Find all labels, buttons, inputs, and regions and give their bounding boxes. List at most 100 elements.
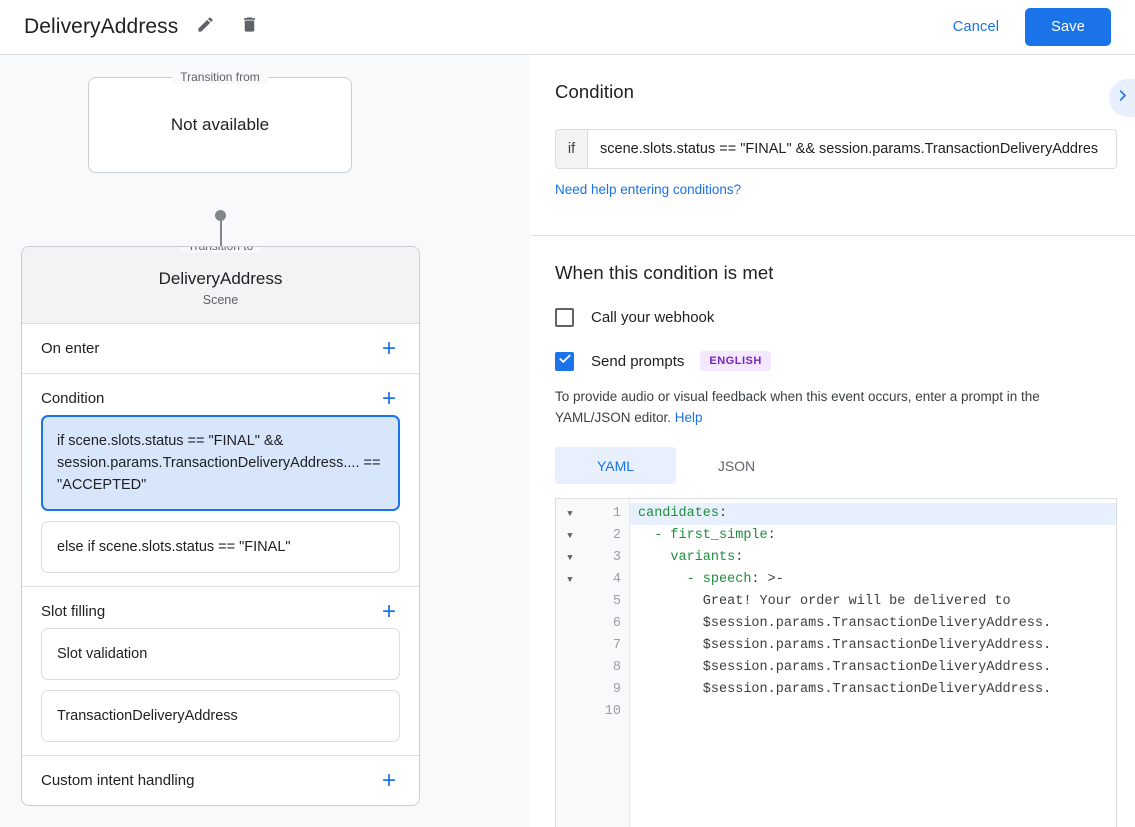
- section-header-on-enter[interactable]: On enter +: [22, 324, 419, 373]
- fold-toggle-icon[interactable]: ▼: [567, 553, 573, 563]
- line-number: 6: [612, 616, 621, 631]
- tab-json[interactable]: JSON: [717, 457, 756, 474]
- transition-from-legend: Transition from: [172, 70, 268, 84]
- add-slot-button[interactable]: +: [381, 597, 396, 625]
- add-custom-intent-button[interactable]: +: [381, 766, 396, 794]
- collapse-panel-button[interactable]: [1109, 79, 1135, 117]
- line-number: 10: [604, 704, 621, 719]
- fold-toggle-icon[interactable]: ▼: [567, 575, 573, 585]
- editor-fold-gutter[interactable]: ▼ ▼ ▼ ▼: [556, 499, 584, 827]
- section-slot-filling: Slot filling + Slot validation Transacti…: [22, 587, 419, 756]
- condition-if-label: if: [556, 130, 588, 168]
- section-condition: Condition + if scene.slots.status == "FI…: [22, 374, 419, 587]
- call-webhook-checkbox[interactable]: [555, 308, 574, 327]
- fold-spacer: [556, 613, 584, 635]
- section-header-custom-intent[interactable]: Custom intent handling +: [22, 756, 419, 805]
- prompts-help-link[interactable]: Help: [674, 410, 703, 425]
- code-line[interactable]: - first_simple:: [638, 528, 776, 543]
- section-divider: [531, 235, 1135, 236]
- call-webhook-label: Call your webhook: [591, 309, 715, 326]
- editor-code-area[interactable]: candidates: - first_simple: variants: - …: [630, 499, 1116, 827]
- section-header-condition[interactable]: Condition +: [22, 374, 419, 415]
- slot-list: Slot validation TransactionDeliveryAddre…: [22, 628, 419, 755]
- when-condition-met-section: When this condition is met Call your web…: [531, 236, 1135, 827]
- code-line[interactable]: candidates:: [630, 503, 1116, 525]
- code-line[interactable]: Great! Your order will be delivered to: [638, 594, 1011, 609]
- condition-input[interactable]: [588, 130, 1116, 168]
- condition-section: Condition if Need help entering conditio…: [531, 55, 1135, 199]
- line-number: 4: [612, 572, 621, 587]
- scene-header[interactable]: Transition to DeliveryAddress Scene: [22, 247, 419, 324]
- condition-help-link[interactable]: Need help entering conditions?: [555, 182, 742, 197]
- line-number: 9: [612, 682, 621, 697]
- section-title-slot-filling: Slot filling: [41, 603, 106, 620]
- send-prompts-checkbox[interactable]: [555, 351, 574, 371]
- condition-list: if scene.slots.status == "FINAL" && sess…: [22, 415, 419, 586]
- prompts-hint-text: To provide audio or visual feedback when…: [555, 389, 1040, 425]
- line-number: 7: [612, 638, 621, 653]
- fold-toggle-icon[interactable]: ▼: [567, 509, 573, 519]
- fold-spacer: [556, 591, 584, 613]
- connector-line: [220, 215, 222, 274]
- line-number: 1: [612, 506, 621, 521]
- pencil-icon: [196, 15, 215, 39]
- code-line[interactable]: variants:: [638, 550, 744, 565]
- chevron-right-icon: [1115, 88, 1130, 108]
- condition-list-item-selected[interactable]: if scene.slots.status == "FINAL" && sess…: [41, 415, 400, 511]
- section-on-enter: On enter +: [22, 324, 419, 374]
- code-line[interactable]: $session.params.TransactionDeliveryAddre…: [638, 660, 1052, 675]
- transition-from-box[interactable]: Transition from Not available: [88, 70, 352, 173]
- line-number: 3: [612, 550, 621, 565]
- code-line[interactable]: $session.params.TransactionDeliveryAddre…: [638, 638, 1052, 653]
- prompts-hint: To provide audio or visual feedback when…: [555, 386, 1117, 428]
- add-condition-button[interactable]: +: [381, 384, 396, 412]
- save-button[interactable]: Save: [1025, 8, 1111, 46]
- transition-to-card: Transition to DeliveryAddress Scene On e…: [21, 246, 420, 806]
- transition-to-legend: Transition to: [179, 247, 262, 253]
- language-badge: ENGLISH: [700, 351, 771, 371]
- line-number: 8: [612, 660, 621, 675]
- left-graph-pane: Transition from Not available Transition…: [0, 55, 530, 827]
- slot-list-item-transaction[interactable]: TransactionDeliveryAddress: [41, 690, 400, 742]
- cancel-button[interactable]: Cancel: [943, 10, 1009, 44]
- trash-icon: [240, 15, 259, 39]
- top-app-bar: DeliveryAddress Cancel Save: [0, 0, 1135, 55]
- add-on-enter-button[interactable]: +: [381, 334, 396, 362]
- condition-heading: Condition: [555, 81, 635, 102]
- send-prompts-row: Send prompts ENGLISH: [555, 351, 1135, 371]
- line-number: 5: [612, 594, 621, 609]
- webhook-row: Call your webhook: [555, 308, 1135, 327]
- section-title-condition: Condition: [41, 390, 105, 407]
- editor-line-numbers: 1 2 3 4 5 6 7 8 9 10: [584, 499, 630, 827]
- section-custom-intent: Custom intent handling +: [22, 756, 419, 805]
- code-line[interactable]: $session.params.TransactionDeliveryAddre…: [638, 682, 1052, 697]
- tab-yaml[interactable]: YAML: [555, 447, 676, 484]
- fold-spacer: [556, 679, 584, 701]
- scene-type: Scene: [202, 293, 239, 307]
- fold-spacer: [556, 635, 584, 657]
- condition-list-item[interactable]: else if scene.slots.status == "FINAL": [41, 521, 400, 573]
- delete-button[interactable]: [232, 10, 266, 44]
- scene-name: DeliveryAddress: [158, 269, 283, 288]
- condition-input-row: if: [555, 129, 1117, 169]
- page-title: DeliveryAddress: [24, 15, 179, 38]
- code-line[interactable]: - speech: >-: [638, 572, 784, 587]
- code-line[interactable]: $session.params.TransactionDeliveryAddre…: [638, 616, 1052, 631]
- fold-spacer: [556, 657, 584, 679]
- checkmark-icon: [558, 352, 572, 371]
- fold-toggle-icon[interactable]: ▼: [567, 531, 573, 541]
- editor-format-tabs: YAML JSON: [555, 447, 1135, 484]
- section-title-custom-intent: Custom intent handling: [41, 772, 195, 789]
- yaml-code-editor[interactable]: ▼ ▼ ▼ ▼ 1 2 3 4 5 6 7 8 9 10 candidates: - first_sim…: [555, 498, 1117, 827]
- send-prompts-label: Send prompts: [591, 352, 685, 370]
- right-detail-pane: Condition if Need help entering conditio…: [531, 55, 1135, 827]
- line-number: 2: [612, 528, 621, 543]
- section-header-slot-filling[interactable]: Slot filling +: [22, 587, 419, 628]
- fold-spacer: [556, 701, 584, 723]
- code-line[interactable]: [630, 701, 1116, 723]
- section-title-on-enter: On enter: [41, 340, 100, 357]
- when-met-heading: When this condition is met: [555, 262, 774, 283]
- slot-list-item-validation[interactable]: Slot validation: [41, 628, 400, 680]
- edit-name-button[interactable]: [188, 10, 222, 44]
- transition-from-value: Not available: [170, 115, 270, 134]
